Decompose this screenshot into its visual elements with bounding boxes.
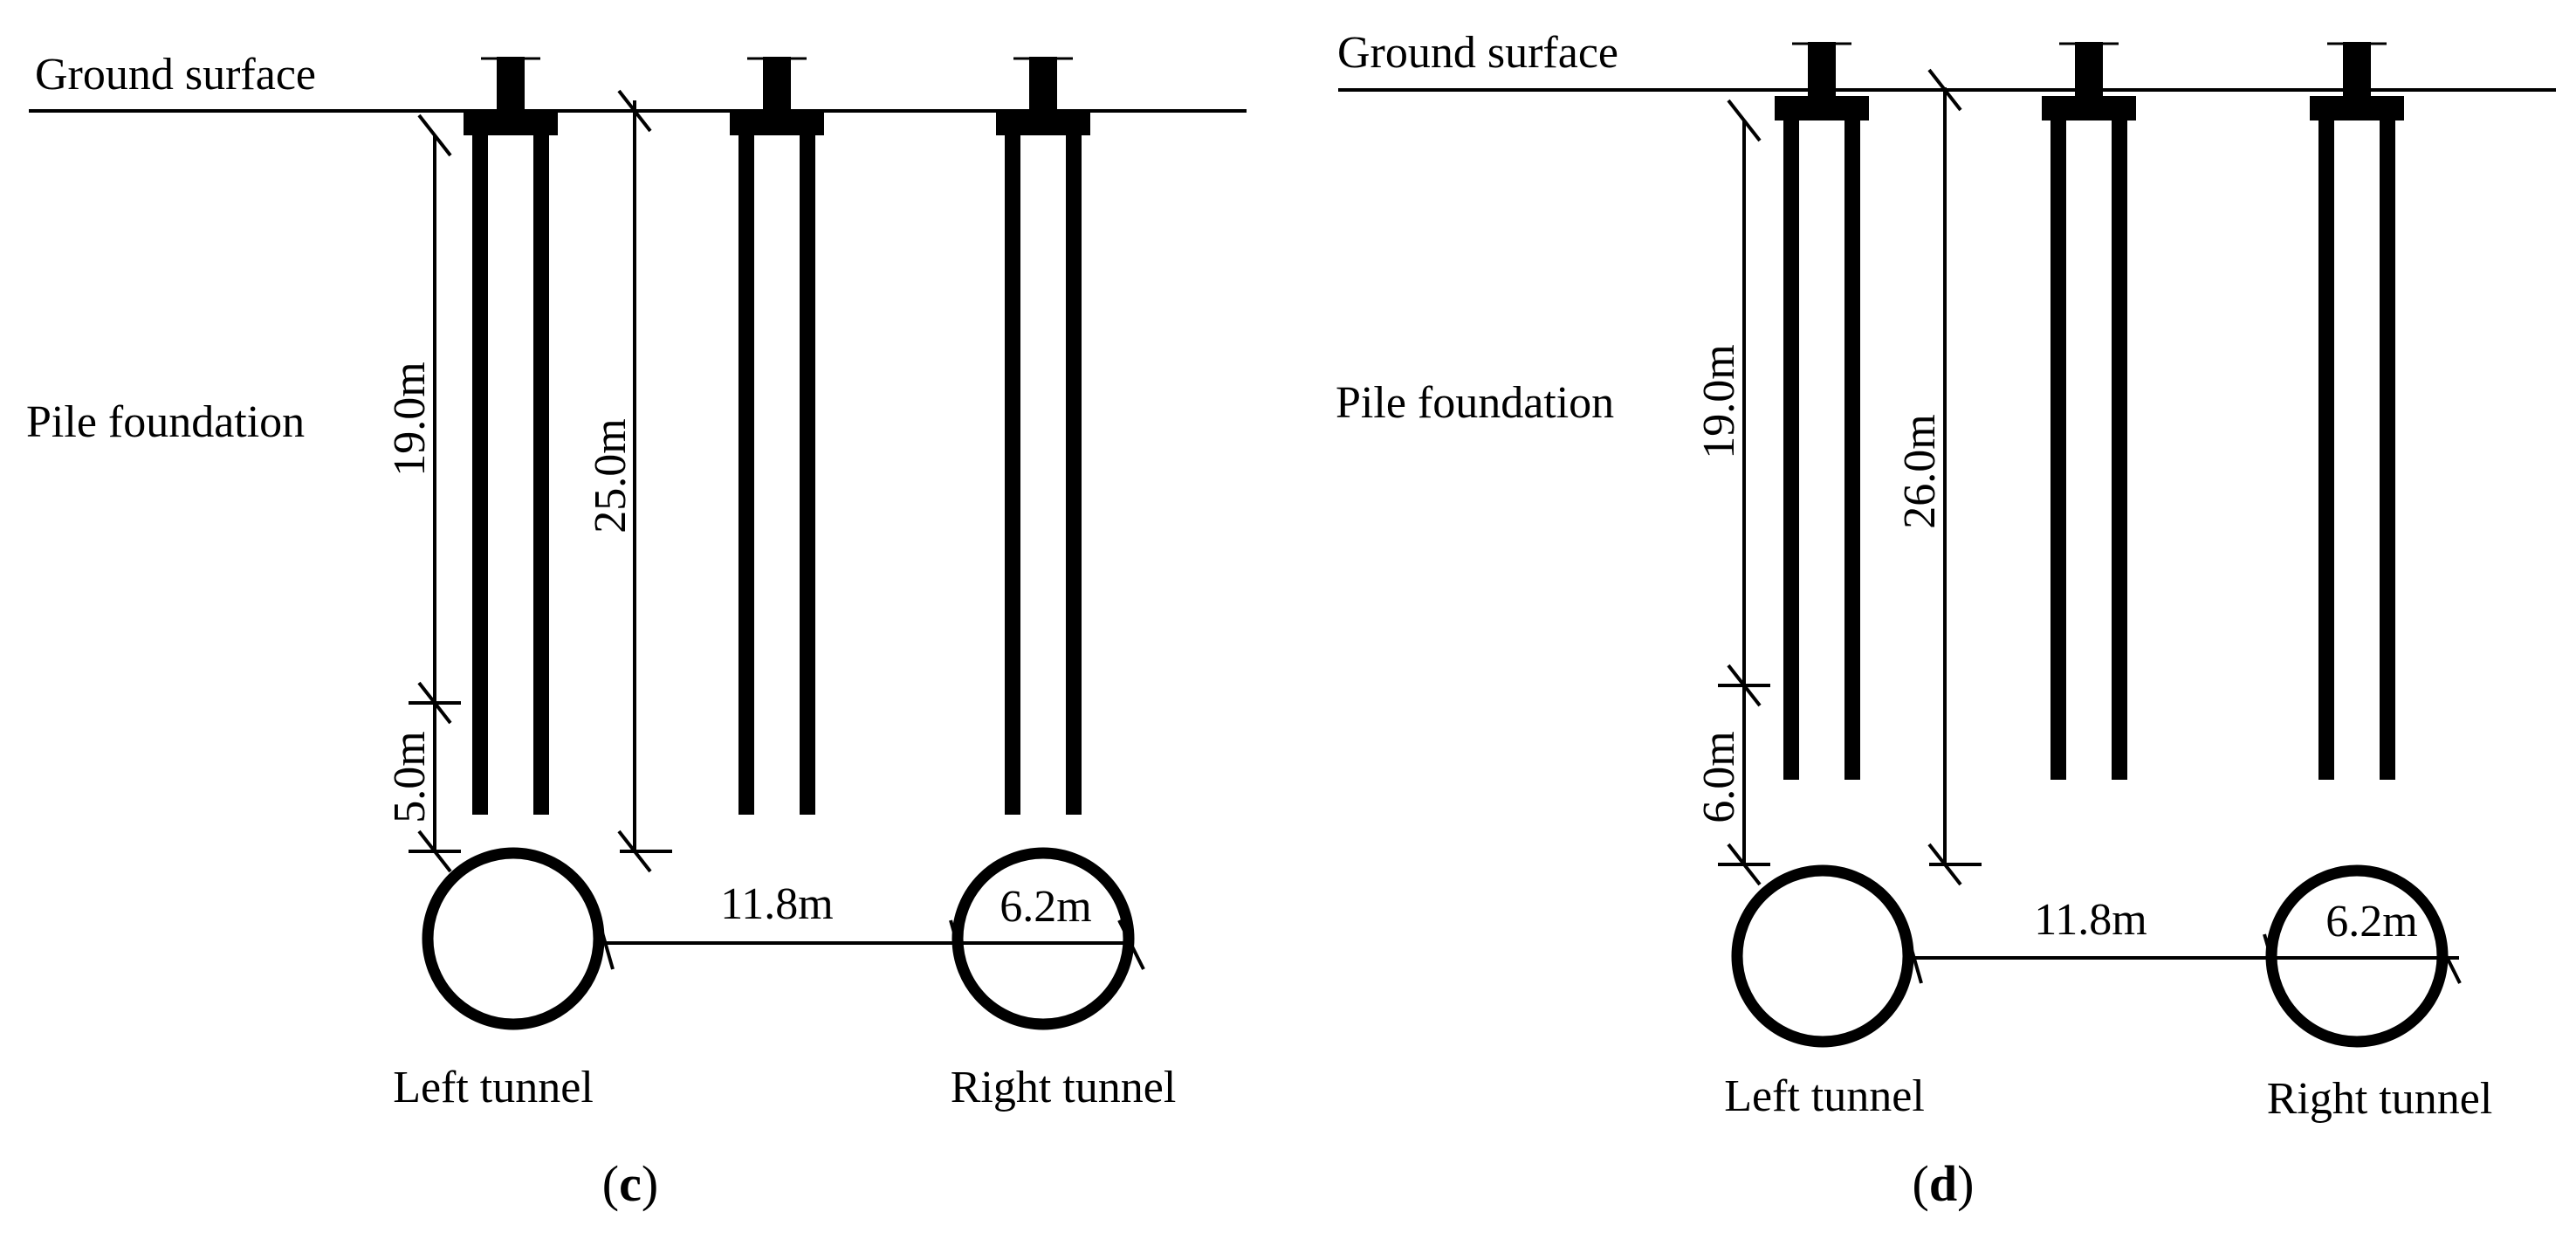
dim-spacing: 11.8m (720, 879, 834, 929)
right-tunnel (951, 847, 1135, 1030)
dim-clearance: 5.0m (385, 731, 435, 823)
panel-c: Ground surface Pile foundation 19. (26, 50, 1247, 1212)
pile-group-2 (2040, 40, 2138, 780)
tunnel-spacing-dimension (597, 919, 1145, 970)
dim-diameter: 6.2m (999, 882, 1091, 932)
panel-caption: (d) (1913, 1155, 1975, 1212)
left-tunnel-label: Left tunnel (1724, 1071, 1925, 1121)
pile-foundation-label: Pile foundation (1336, 378, 1614, 428)
left-tunnel (422, 847, 605, 1030)
total-depth-dimension (1927, 68, 1982, 886)
right-tunnel-label: Right tunnel (2267, 1074, 2493, 1124)
pile-group-1 (1773, 40, 1871, 780)
dim-pile-length: 19.0m (385, 361, 435, 476)
tunnel-spacing-dimension (1906, 933, 2462, 984)
pile-group-1 (462, 55, 560, 815)
dim-total: 26.0m (1895, 414, 1945, 528)
left-tunnel (1731, 864, 1914, 1048)
pile-group-3 (2308, 40, 2406, 780)
panel-d: Ground surface Pile foundation 19.0m 6.0 (1336, 28, 2556, 1212)
dim-total: 25.0m (586, 418, 635, 533)
dim-spacing: 11.8m (2034, 895, 2147, 945)
ground-surface-label: Ground surface (35, 50, 316, 100)
pile-group-2 (728, 55, 826, 815)
dim-clearance: 6.0m (1694, 731, 1744, 823)
dim-diameter: 6.2m (2325, 897, 2417, 947)
pile-group-3 (994, 55, 1092, 815)
total-depth-dimension (617, 89, 672, 873)
ground-surface-label: Ground surface (1337, 28, 1618, 78)
pile-length-dimension (409, 114, 461, 873)
panel-caption: (c) (602, 1155, 658, 1212)
dim-pile-length: 19.0m (1694, 344, 1744, 458)
pile-length-dimension (1718, 99, 1770, 886)
right-tunnel-label: Right tunnel (951, 1063, 1177, 1112)
pile-foundation-label: Pile foundation (26, 397, 305, 447)
left-tunnel-label: Left tunnel (393, 1063, 594, 1112)
